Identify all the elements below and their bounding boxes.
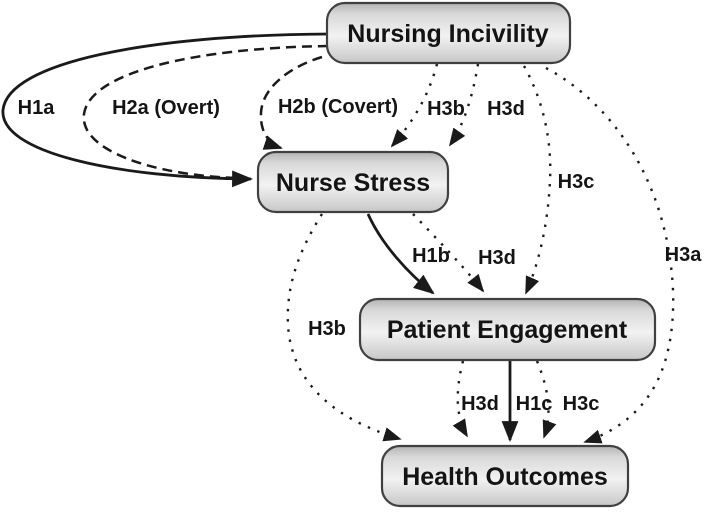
node-patient-engagement-label: Patient Engagement [387,316,628,344]
edge-label-h1a: H1a [18,97,56,119]
node-health-outcomes-label: Health Outcomes [402,463,608,491]
edge-label-h3d-upper: H3d [487,98,525,120]
edge-h3c-lower [535,360,557,439]
node-health-outcomes: Health Outcomes [380,444,630,508]
node-nurse-stress-label: Nurse Stress [276,169,430,197]
edge-label-h3c-lower: H3c [563,393,600,415]
node-nursing-incivility-box [325,1,572,65]
edge-h3a [545,66,675,444]
node-patient-engagement-box [358,297,657,362]
node-nursing-incivility-label: Nursing Incivility [347,20,549,48]
edge-h2b-covert [259,55,323,150]
node-nursing-incivility: Nursing Incivility [325,1,572,65]
edges [1,32,675,444]
edge-h3d-lower [452,360,469,438]
edge-h1a [1,32,329,188]
edge-label-h2b-covert: H2b (Covert) [278,96,398,118]
edge-h3c-upper [522,65,552,295]
edge-h1b [366,213,435,295]
edge-label-h1c: H1c [516,393,553,415]
edge-label-h3c-upper: H3c [558,171,595,193]
edge-label-h3d-lower: H3d [461,393,499,415]
edge-label-h2a-overt: H2a (Overt) [112,97,220,119]
node-health-outcomes-box [380,444,630,508]
edge-h2a-overt [82,44,329,180]
edge-label-h3d-middle: H3d [478,247,516,269]
node-nurse-stress: Nurse Stress [256,150,450,214]
edge-label-h3b-upper: H3b [427,98,465,120]
edge-label-h1b: H1b [412,245,450,267]
edge-label-h3a: H3a [665,244,703,266]
edge-h3d-middle [412,213,485,293]
edge-labels: H1a H2a (Overt) H2b (Covert) H3b H3d H3c… [18,96,703,415]
nodes: Nursing Incivility Nurse Stress Patient … [256,1,657,508]
node-patient-engagement: Patient Engagement [358,297,657,362]
edge-label-h3b-lower: H3b [308,318,346,340]
node-nurse-stress-box [256,150,450,214]
edge-h3b-lower [286,213,402,442]
